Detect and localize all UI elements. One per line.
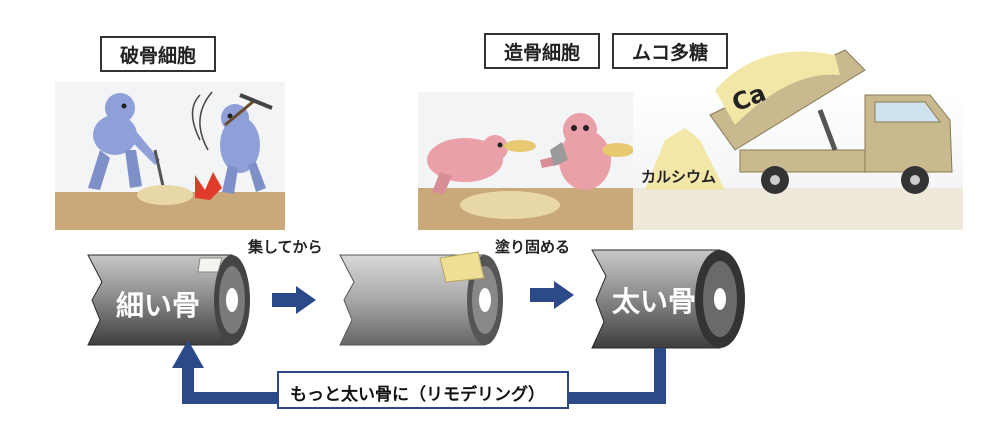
blue-figure-digging — [88, 93, 167, 196]
osteoblast-title: 造骨細胞 — [503, 41, 580, 64]
osteoblast-scene — [418, 92, 634, 230]
osteoclast-scene — [55, 82, 285, 230]
mucopolysaccharide-title-box: ムコ多糖 — [612, 33, 728, 69]
trowel — [550, 142, 568, 166]
mucopolysaccharide-title: ムコ多糖 — [631, 41, 708, 64]
thick-bone — [591, 249, 745, 349]
calcium-pile — [645, 128, 725, 190]
calcium-label: カルシウム — [641, 168, 717, 186]
osteoblast-title-box: 造骨細胞 — [484, 33, 600, 69]
arrow-coat — [530, 281, 574, 309]
blue-figure-pickaxe — [220, 93, 273, 194]
calcium-truck-scene — [633, 49, 963, 230]
middle-bone — [339, 251, 503, 346]
pink-figure-left — [427, 135, 508, 194]
remodeling-label: もっと太い骨に（リモデリング） — [290, 385, 545, 405]
debris-pile — [137, 185, 193, 205]
remodeling-label-box — [277, 371, 569, 409]
thin-bone — [87, 254, 250, 346]
thick-bone-label: 太い骨 — [612, 285, 697, 318]
paste-pile — [460, 191, 560, 219]
collect-label: 集してから — [248, 238, 323, 256]
calcium-load — [715, 51, 840, 125]
thin-bone-label: 細い骨 — [116, 289, 201, 322]
paste-bowl — [504, 140, 536, 152]
coat-label: 塗り固める — [495, 238, 571, 256]
ground-right — [633, 188, 963, 230]
arrow-collect — [272, 286, 316, 314]
osteoclast-title-box: 破骨細胞 — [100, 36, 216, 72]
pink-figure-right — [540, 113, 611, 190]
broken-bone-piece — [195, 172, 222, 200]
osteoclast-title: 破骨細胞 — [119, 44, 196, 67]
dump-truck — [709, 49, 953, 194]
